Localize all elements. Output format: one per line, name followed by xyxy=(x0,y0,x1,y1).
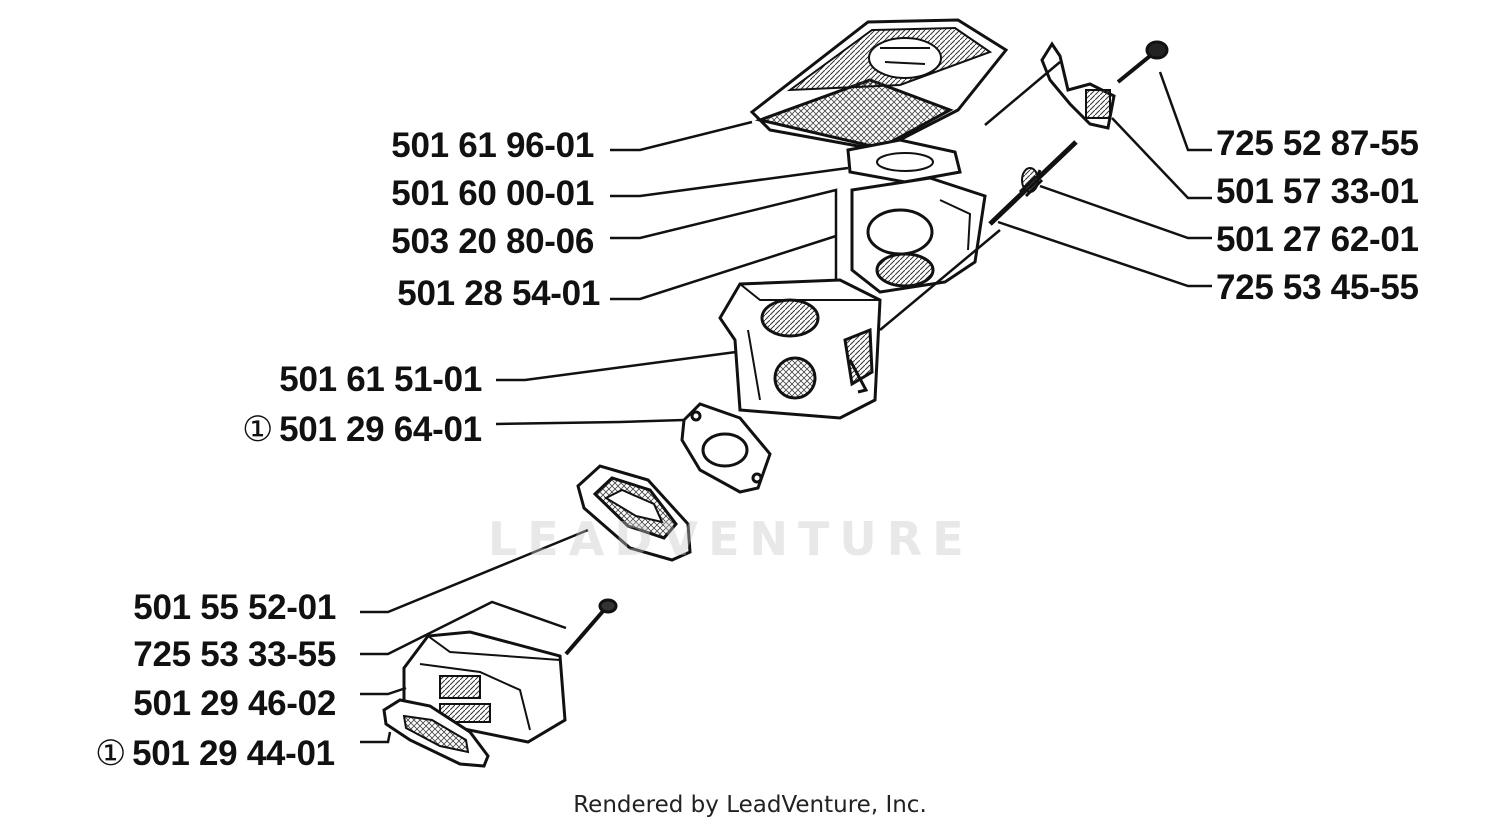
part-label-left-1[interactable]: 501 61 96-01 xyxy=(391,126,594,165)
callout-mark: ① xyxy=(242,410,274,449)
throttle-rod-part xyxy=(988,140,1078,226)
carburetor-part xyxy=(718,278,882,420)
part-label-right-3[interactable]: 501 27 62-01 xyxy=(1216,220,1419,259)
leader-line-1 xyxy=(610,120,753,152)
leader-line-6 xyxy=(495,418,685,426)
lower-gasket-part xyxy=(382,698,490,768)
leader-line-7 xyxy=(360,528,589,614)
part-label-right-2[interactable]: 501 57 33-01 xyxy=(1216,172,1419,211)
callout-mark: ① xyxy=(95,734,127,773)
part-label-left-2[interactable]: 501 60 00-01 xyxy=(391,174,594,213)
part-label-left-4[interactable]: 501 28 54-01 xyxy=(397,274,600,313)
leader-line-r2 xyxy=(1111,117,1212,200)
leader-line-r1 xyxy=(1158,71,1212,152)
leader-lines-right xyxy=(997,71,1212,288)
leader-line-3 xyxy=(610,188,838,280)
cover-gasket-part xyxy=(846,138,962,184)
air-filter-cover-part xyxy=(749,18,1009,152)
throttle-bracket-part xyxy=(1040,41,1116,130)
leader-line-r3 xyxy=(1039,184,1212,240)
part-label-left-7[interactable]: 501 55 52-01 xyxy=(133,588,336,627)
part-label-left-9[interactable]: 501 29 46-02 xyxy=(133,684,336,723)
leader-line-10 xyxy=(360,731,392,744)
part-label-left-5[interactable]: 501 61 51-01 xyxy=(279,360,482,399)
watermark: LEADVENTURE xyxy=(488,512,974,566)
carburetor-gasket-part xyxy=(680,402,772,494)
leader-line-4 xyxy=(610,234,837,301)
part-number: 501 29 44-01 xyxy=(132,734,335,773)
part-label-right-4[interactable]: 725 53 45-55 xyxy=(1216,268,1419,307)
part-number: 501 29 64-01 xyxy=(279,410,482,449)
intake-adapter-part xyxy=(850,176,987,294)
part-label-right-1[interactable]: 725 52 87-55 xyxy=(1216,124,1419,163)
leader-lines-left xyxy=(360,120,849,744)
intake-boot-part xyxy=(576,464,692,562)
leader-line-r4 xyxy=(997,220,1212,288)
leader-line-8 xyxy=(360,600,567,656)
upper-screw-part xyxy=(1116,40,1169,84)
leader-line-9 xyxy=(360,686,407,696)
lower-screw-part xyxy=(564,598,618,656)
leader-line-5 xyxy=(496,350,737,382)
choke-link-wire xyxy=(984,61,1061,126)
throttle-link-wire xyxy=(879,229,1001,331)
leader-line-2 xyxy=(610,166,849,198)
part-label-left-8[interactable]: 725 53 33-55 xyxy=(133,635,336,674)
footer-credit: Rendered by LeadVenture, Inc. xyxy=(573,792,927,818)
part-label-left-3[interactable]: 503 20 80-06 xyxy=(391,222,594,261)
